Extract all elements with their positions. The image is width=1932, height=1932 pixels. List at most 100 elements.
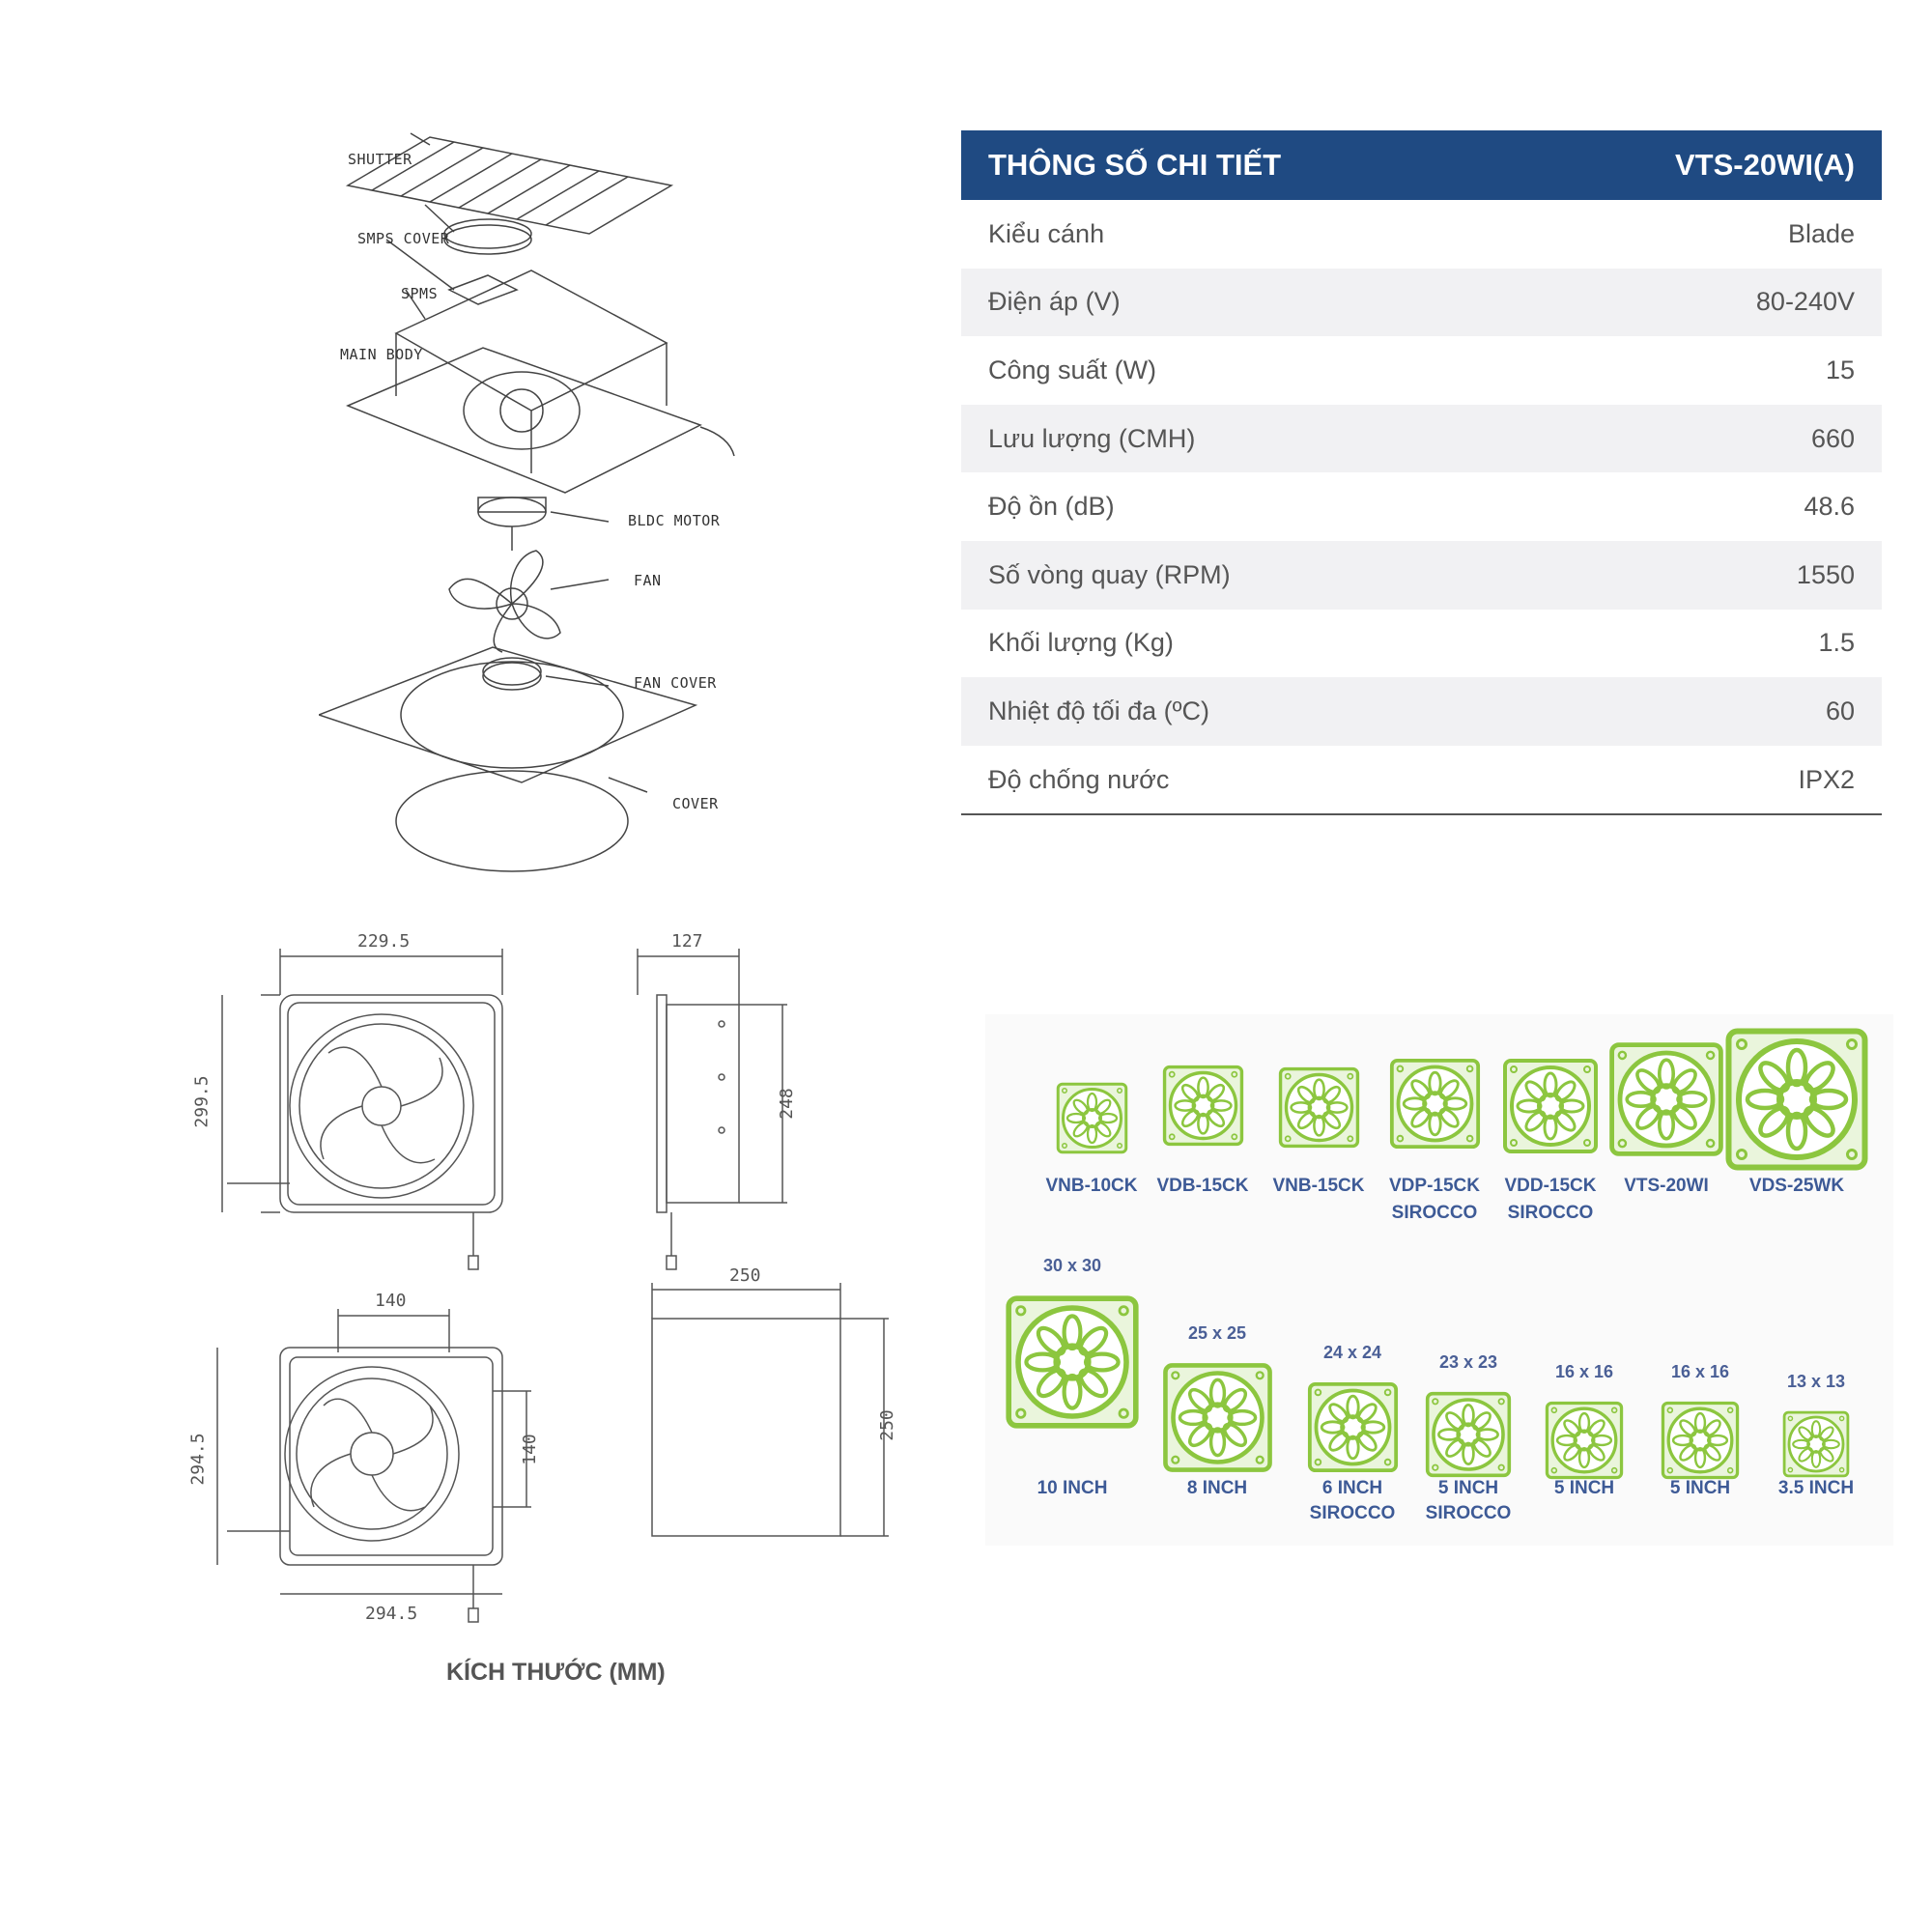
fan-icon bbox=[1056, 1082, 1127, 1154]
size-inch: 5 INCH bbox=[1437, 1478, 1499, 1498]
spec-value: 15 bbox=[1825, 355, 1855, 384]
spec-row: Công suất (W) 15 bbox=[961, 336, 1882, 405]
spec-label: Độ chống nước bbox=[988, 764, 1170, 794]
fan-icon bbox=[1782, 1410, 1850, 1478]
dim-back-height: 294.5 bbox=[187, 1433, 209, 1486]
model-name: VDD-15CK bbox=[1504, 1176, 1597, 1196]
spec-model: VTS-20WI(A) bbox=[1675, 148, 1855, 182]
cover-part bbox=[316, 646, 698, 783]
fan-icon bbox=[1278, 1066, 1359, 1149]
label-spms: SPMS bbox=[401, 285, 439, 302]
front-view bbox=[227, 994, 503, 1270]
label-fan: FAN bbox=[634, 572, 662, 589]
model-sub: SIROCCO bbox=[1507, 1203, 1594, 1223]
spec-value: IPX2 bbox=[1798, 764, 1855, 794]
spec-label: Nhiệt độ tối đa (ºC) bbox=[988, 696, 1209, 725]
size-dim: 23 x 23 bbox=[1438, 1352, 1498, 1372]
size-dim: 16 x 16 bbox=[1554, 1362, 1614, 1381]
smps-cover-part bbox=[443, 224, 532, 255]
spec-label: Độ ồn (dB) bbox=[988, 492, 1115, 522]
label-fan-cover: FAN COVER bbox=[634, 674, 717, 692]
fan-icon bbox=[1307, 1381, 1398, 1473]
model-name: VDB-15CK bbox=[1156, 1176, 1249, 1196]
fan-icon bbox=[1389, 1058, 1480, 1150]
spec-value: 60 bbox=[1825, 696, 1855, 725]
spec-value: 660 bbox=[1810, 423, 1855, 453]
dimensions-title: KÍCH THƯỚC (MM) bbox=[446, 1659, 666, 1686]
exploded-view-drawing bbox=[316, 132, 735, 872]
dim-box-width: 250 bbox=[729, 1265, 761, 1286]
dim-back-width: 294.5 bbox=[365, 1604, 418, 1624]
size-dim: 16 x 16 bbox=[1670, 1362, 1730, 1381]
size-inch: 10 INCH bbox=[1037, 1478, 1108, 1498]
fan-icon bbox=[1006, 1295, 1139, 1429]
model-name: VNB-10CK bbox=[1045, 1176, 1138, 1196]
back-view bbox=[227, 1347, 503, 1623]
spec-row: Khối lượng (Kg) 1.5 bbox=[961, 610, 1882, 678]
model-name: VTS-20WI bbox=[1624, 1176, 1709, 1196]
fan-icon bbox=[1609, 1042, 1723, 1156]
size-inch: 6 INCH bbox=[1321, 1478, 1383, 1498]
size-sub: SIROCCO bbox=[1425, 1503, 1512, 1523]
spec-value: 80-240V bbox=[1755, 287, 1855, 317]
fan-icon bbox=[1661, 1401, 1740, 1480]
fan-cover-part bbox=[482, 662, 542, 691]
fan-icon bbox=[1425, 1391, 1512, 1478]
shutter-part bbox=[345, 136, 674, 235]
spec-label: Số vòng quay (RPM) bbox=[988, 559, 1231, 589]
spec-row: Điện áp (V) 80-240V bbox=[961, 268, 1882, 337]
dim-back-side: 140 bbox=[519, 1434, 540, 1465]
spms-part bbox=[447, 274, 519, 305]
box-view bbox=[651, 1318, 841, 1537]
spec-row: Độ chống nước IPX2 bbox=[961, 746, 1882, 814]
size-inch: 5 INCH bbox=[1669, 1478, 1731, 1498]
dimension-drawings: 229.5 299.5 127 248 140 294.5 140 294.5 … bbox=[184, 927, 918, 1633]
size-dim: 30 x 30 bbox=[1042, 1256, 1102, 1275]
size-comparison-panel: VNB-10CK VDB-15CK VNB-15CK VDP-15CK SIROCCO V… bbox=[985, 1014, 1893, 1546]
label-shutter: SHUTTER bbox=[348, 151, 412, 168]
spec-row: Số vòng quay (RPM) 1550 bbox=[961, 540, 1882, 610]
size-dim: 25 x 25 bbox=[1187, 1323, 1247, 1343]
spec-value: Blade bbox=[1787, 218, 1855, 248]
dim-side-depth: 127 bbox=[671, 931, 703, 952]
fan-icon bbox=[1725, 1028, 1868, 1171]
spec-label: Lưu lượng (CMH) bbox=[988, 423, 1196, 453]
size-sub: SIROCCO bbox=[1309, 1503, 1396, 1523]
label-smps-cover: SMPS COVER bbox=[357, 230, 450, 247]
size-inch: 8 INCH bbox=[1186, 1478, 1248, 1498]
model-name: VNB-15CK bbox=[1272, 1176, 1365, 1196]
fan-icon bbox=[1162, 1363, 1272, 1472]
size-inch: 3.5 INCH bbox=[1777, 1478, 1855, 1498]
spec-value: 1.5 bbox=[1818, 628, 1855, 658]
dim-side-height: 248 bbox=[776, 1088, 797, 1120]
model-name: VDP-15CK bbox=[1389, 1176, 1480, 1196]
side-view bbox=[656, 994, 740, 1270]
spec-row: Độ ồn (dB) 48.6 bbox=[961, 472, 1882, 541]
dim-box-height: 250 bbox=[876, 1409, 897, 1441]
dim-front-height: 299.5 bbox=[191, 1075, 213, 1128]
fan-icon bbox=[1162, 1065, 1243, 1147]
dim-back-inner: 140 bbox=[375, 1291, 407, 1311]
spec-row: Lưu lượng (CMH) 660 bbox=[961, 404, 1882, 473]
spec-label: Công suất (W) bbox=[988, 355, 1157, 384]
spec-row: Nhiệt độ tối đa (ºC) 60 bbox=[961, 677, 1882, 746]
dimension-drawing bbox=[216, 949, 889, 1623]
dim-front-width: 229.5 bbox=[357, 931, 411, 952]
spec-label: Khối lượng (Kg) bbox=[988, 628, 1174, 658]
fan-icon bbox=[1503, 1059, 1598, 1153]
label-main-body: MAIN BODY bbox=[340, 346, 423, 363]
model-name: VDS-25WK bbox=[1748, 1176, 1845, 1196]
fan-icon bbox=[1545, 1401, 1624, 1480]
spec-row: Kiểu cánh Blade bbox=[961, 200, 1882, 269]
exploded-view-diagram: SHUTTER SMPS COVER SPMS MAIN BODY BLDC M… bbox=[316, 126, 763, 879]
size-dim: 13 x 13 bbox=[1786, 1372, 1846, 1391]
spec-value: 1550 bbox=[1796, 559, 1855, 589]
spec-title: THÔNG SỐ CHI TIẾT bbox=[988, 148, 1282, 182]
spec-label: Điện áp (V) bbox=[988, 287, 1121, 317]
spec-value: 48.6 bbox=[1804, 492, 1855, 522]
model-sub: SIROCCO bbox=[1391, 1203, 1478, 1223]
spec-table-header: THÔNG SỐ CHI TIẾT VTS-20WI(A) bbox=[961, 130, 1882, 200]
fan-part bbox=[496, 587, 528, 620]
spec-label: Kiểu cánh bbox=[988, 218, 1105, 248]
